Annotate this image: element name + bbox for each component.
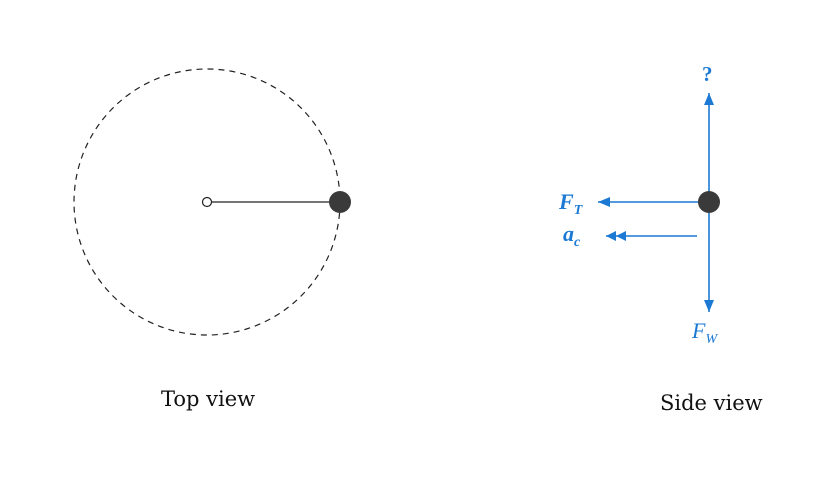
top-view-caption: Top view bbox=[161, 387, 256, 411]
label-centripetal-acc-main: a bbox=[563, 221, 574, 246]
label-weight-sub: W bbox=[705, 332, 718, 347]
side-ball bbox=[698, 191, 720, 213]
label-tension: FT bbox=[559, 191, 582, 218]
label-centripetal-acc-sub: c bbox=[574, 235, 581, 250]
side-view bbox=[598, 93, 720, 312]
label-weight: FW bbox=[692, 320, 717, 347]
top-view bbox=[73, 68, 351, 336]
ball bbox=[329, 191, 351, 213]
label-tension-main: F bbox=[559, 189, 574, 214]
label-tension-sub: T bbox=[573, 203, 583, 218]
label-unknown-force: ? bbox=[702, 62, 713, 86]
label-centripetal-acc: ac bbox=[563, 223, 580, 250]
side-view-caption: Side view bbox=[660, 391, 763, 415]
label-weight-main: F bbox=[692, 318, 706, 343]
pivot-point bbox=[201, 196, 213, 208]
